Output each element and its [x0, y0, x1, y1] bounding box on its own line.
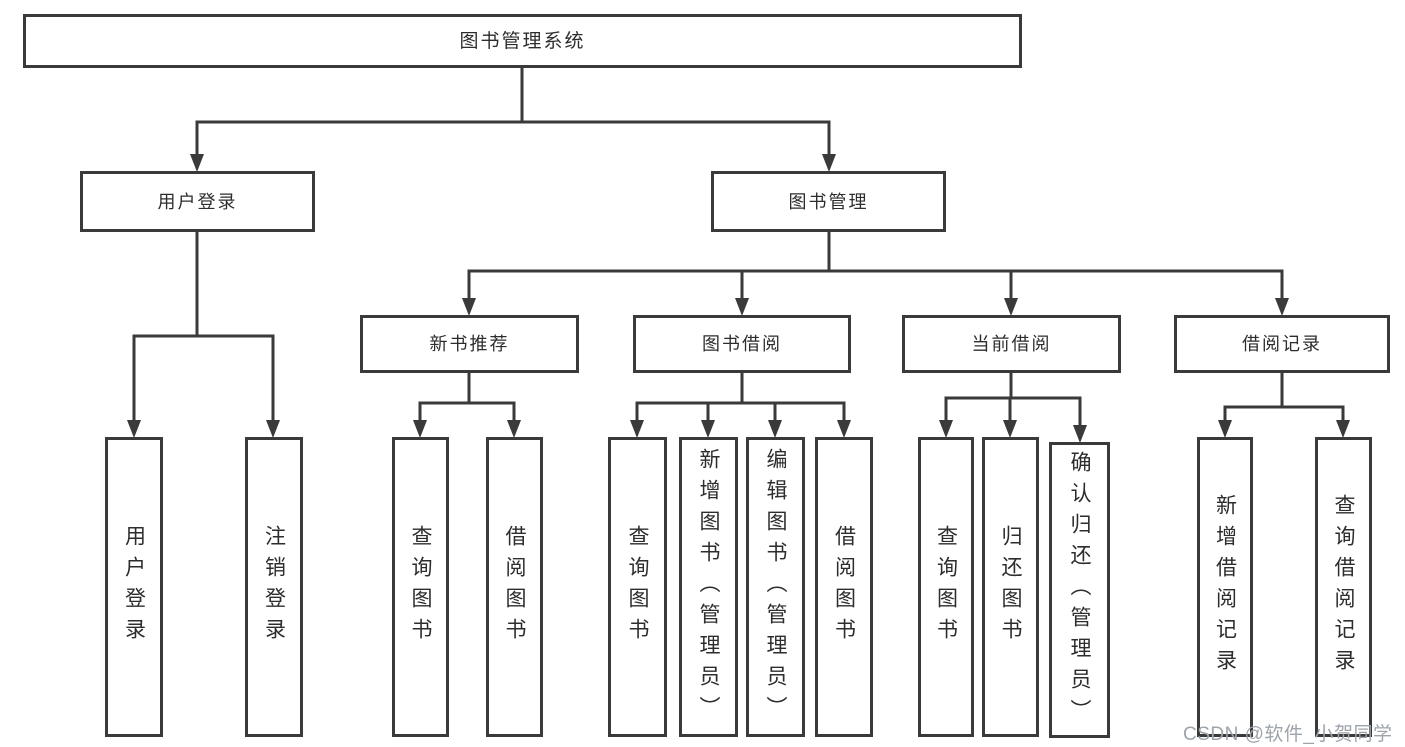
leaf-user-login: 用户登录 — [105, 437, 163, 737]
node-label: 借阅图书 — [832, 525, 856, 649]
leaf-add-books-admin: 新增图书（管理员） — [679, 437, 738, 737]
node-system-title: 图书管理系统 — [23, 14, 1022, 68]
node-new-book-recommend: 新书推荐 — [360, 315, 579, 373]
node-label: 用户登录 — [122, 525, 146, 649]
node-label: 当前借阅 — [971, 334, 1052, 354]
leaf-add-borrow-record: 新增借阅记录 — [1197, 437, 1253, 737]
leaf-query-borrow-record: 查询借阅记录 — [1315, 437, 1372, 737]
node-label: 确认归还（管理员） — [1068, 450, 1091, 730]
node-current-borrow: 当前借阅 — [902, 315, 1121, 373]
node-label: 归还图书 — [999, 525, 1022, 649]
node-label: 查询图书 — [934, 525, 958, 649]
leaf-borrow-books-recommend: 借阅图书 — [486, 437, 543, 737]
node-label: 新书推荐 — [429, 334, 510, 354]
leaf-query-books-recommend: 查询图书 — [392, 437, 449, 737]
leaf-confirm-return-admin: 确认归还（管理员） — [1049, 442, 1110, 738]
node-label: 借阅图书 — [503, 525, 526, 649]
leaf-query-books-current: 查询图书 — [918, 437, 974, 737]
node-user-login: 用户登录 — [80, 171, 315, 232]
node-label: 编辑图书（管理员） — [764, 447, 787, 727]
leaf-edit-books-admin: 编辑图书（管理员） — [746, 437, 805, 737]
arrowhead-icons — [127, 154, 1350, 443]
node-label: 新增图书（管理员） — [697, 447, 720, 727]
node-label: 图书管理系统 — [459, 30, 586, 52]
node-label: 图书管理 — [788, 191, 869, 212]
node-label: 图书借阅 — [702, 334, 782, 354]
leaf-logout: 注销登录 — [245, 437, 303, 737]
node-book-borrow: 图书借阅 — [633, 315, 851, 373]
leaf-return-books: 归还图书 — [982, 437, 1039, 737]
node-label: 注销登录 — [262, 525, 286, 649]
leaf-borrow-books: 借阅图书 — [815, 437, 873, 737]
node-label: 查询图书 — [626, 525, 649, 649]
node-label: 查询借阅记录 — [1332, 494, 1355, 680]
node-book-management: 图书管理 — [711, 171, 946, 232]
node-borrow-records: 借阅记录 — [1174, 315, 1390, 373]
node-label: 查询图书 — [409, 525, 432, 649]
node-label: 借阅记录 — [1242, 334, 1322, 354]
csdn-watermark: CSDN @软件_小贺同学 — [1183, 724, 1393, 745]
node-label: 新增借阅记录 — [1213, 494, 1237, 680]
node-label: 用户登录 — [157, 191, 238, 212]
leaf-query-books-borrow: 查询图书 — [608, 437, 667, 737]
